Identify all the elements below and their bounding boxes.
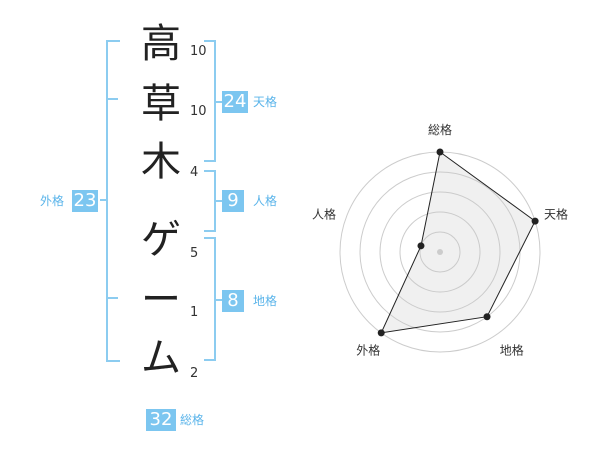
soukaku-value: 32 (146, 409, 176, 431)
chikaku-bracket (204, 237, 216, 361)
stroke-count-5: 1 (190, 305, 199, 320)
stroke-count-1: 10 (190, 44, 207, 59)
radar-point-4 (377, 329, 385, 337)
bracket-divider-1 (106, 98, 118, 100)
radar-grid-ring-3 (379, 191, 501, 313)
jinkaku-bracket (204, 170, 216, 232)
radar-point-1 (436, 148, 444, 156)
bracket-divider-2 (106, 297, 118, 299)
jinkaku-value: 9 (222, 190, 244, 212)
name-char-6: ム (141, 335, 181, 381)
tenkaku-value: 24 (222, 91, 248, 113)
radar-point-2 (531, 217, 539, 225)
gaikaku-bracket (106, 40, 120, 362)
gaikaku-label: 外格 (40, 194, 65, 208)
chikaku-label: 地格 (253, 294, 278, 308)
chikaku-bracket-tick (216, 299, 222, 301)
name-char-5: ー (141, 277, 181, 323)
jinkaku-label: 人格 (253, 194, 278, 208)
name-char-2: 草 (141, 81, 181, 127)
chikaku-value: 8 (222, 290, 244, 312)
radar-grid-ring-2 (399, 211, 481, 293)
radar-axis-label-1: 総格 (428, 122, 452, 137)
name-char-4: ゲ (141, 217, 181, 263)
tenkaku-bracket (204, 40, 216, 162)
stroke-count-6: 2 (190, 366, 199, 381)
radar-grid-ring-1 (419, 231, 461, 273)
radar-point-3 (483, 313, 491, 321)
gaikaku-bracket-tick (100, 199, 106, 201)
radar-data-polygon (380, 151, 536, 334)
radar-axis-label-3: 地格 (500, 343, 524, 358)
radar-point-5 (417, 242, 425, 250)
radar-axis-label-4: 外格 (356, 343, 380, 358)
name-char-3: 木 (141, 139, 181, 185)
radar-axis-label-2: 天格 (544, 206, 568, 221)
radar-center-point (437, 249, 443, 255)
stroke-count-3: 4 (190, 165, 199, 180)
stroke-count-2: 10 (190, 104, 207, 119)
radar-axis-label-5: 人格 (312, 206, 336, 221)
jinkaku-bracket-tick (216, 200, 222, 202)
stroke-count-4: 5 (190, 246, 199, 261)
tenkaku-bracket-tick (216, 101, 222, 103)
name-char-1: 高 (141, 21, 181, 67)
gaikaku-value: 23 (72, 190, 98, 212)
soukaku-label: 総格 (180, 413, 205, 427)
tenkaku-label: 天格 (253, 95, 278, 109)
